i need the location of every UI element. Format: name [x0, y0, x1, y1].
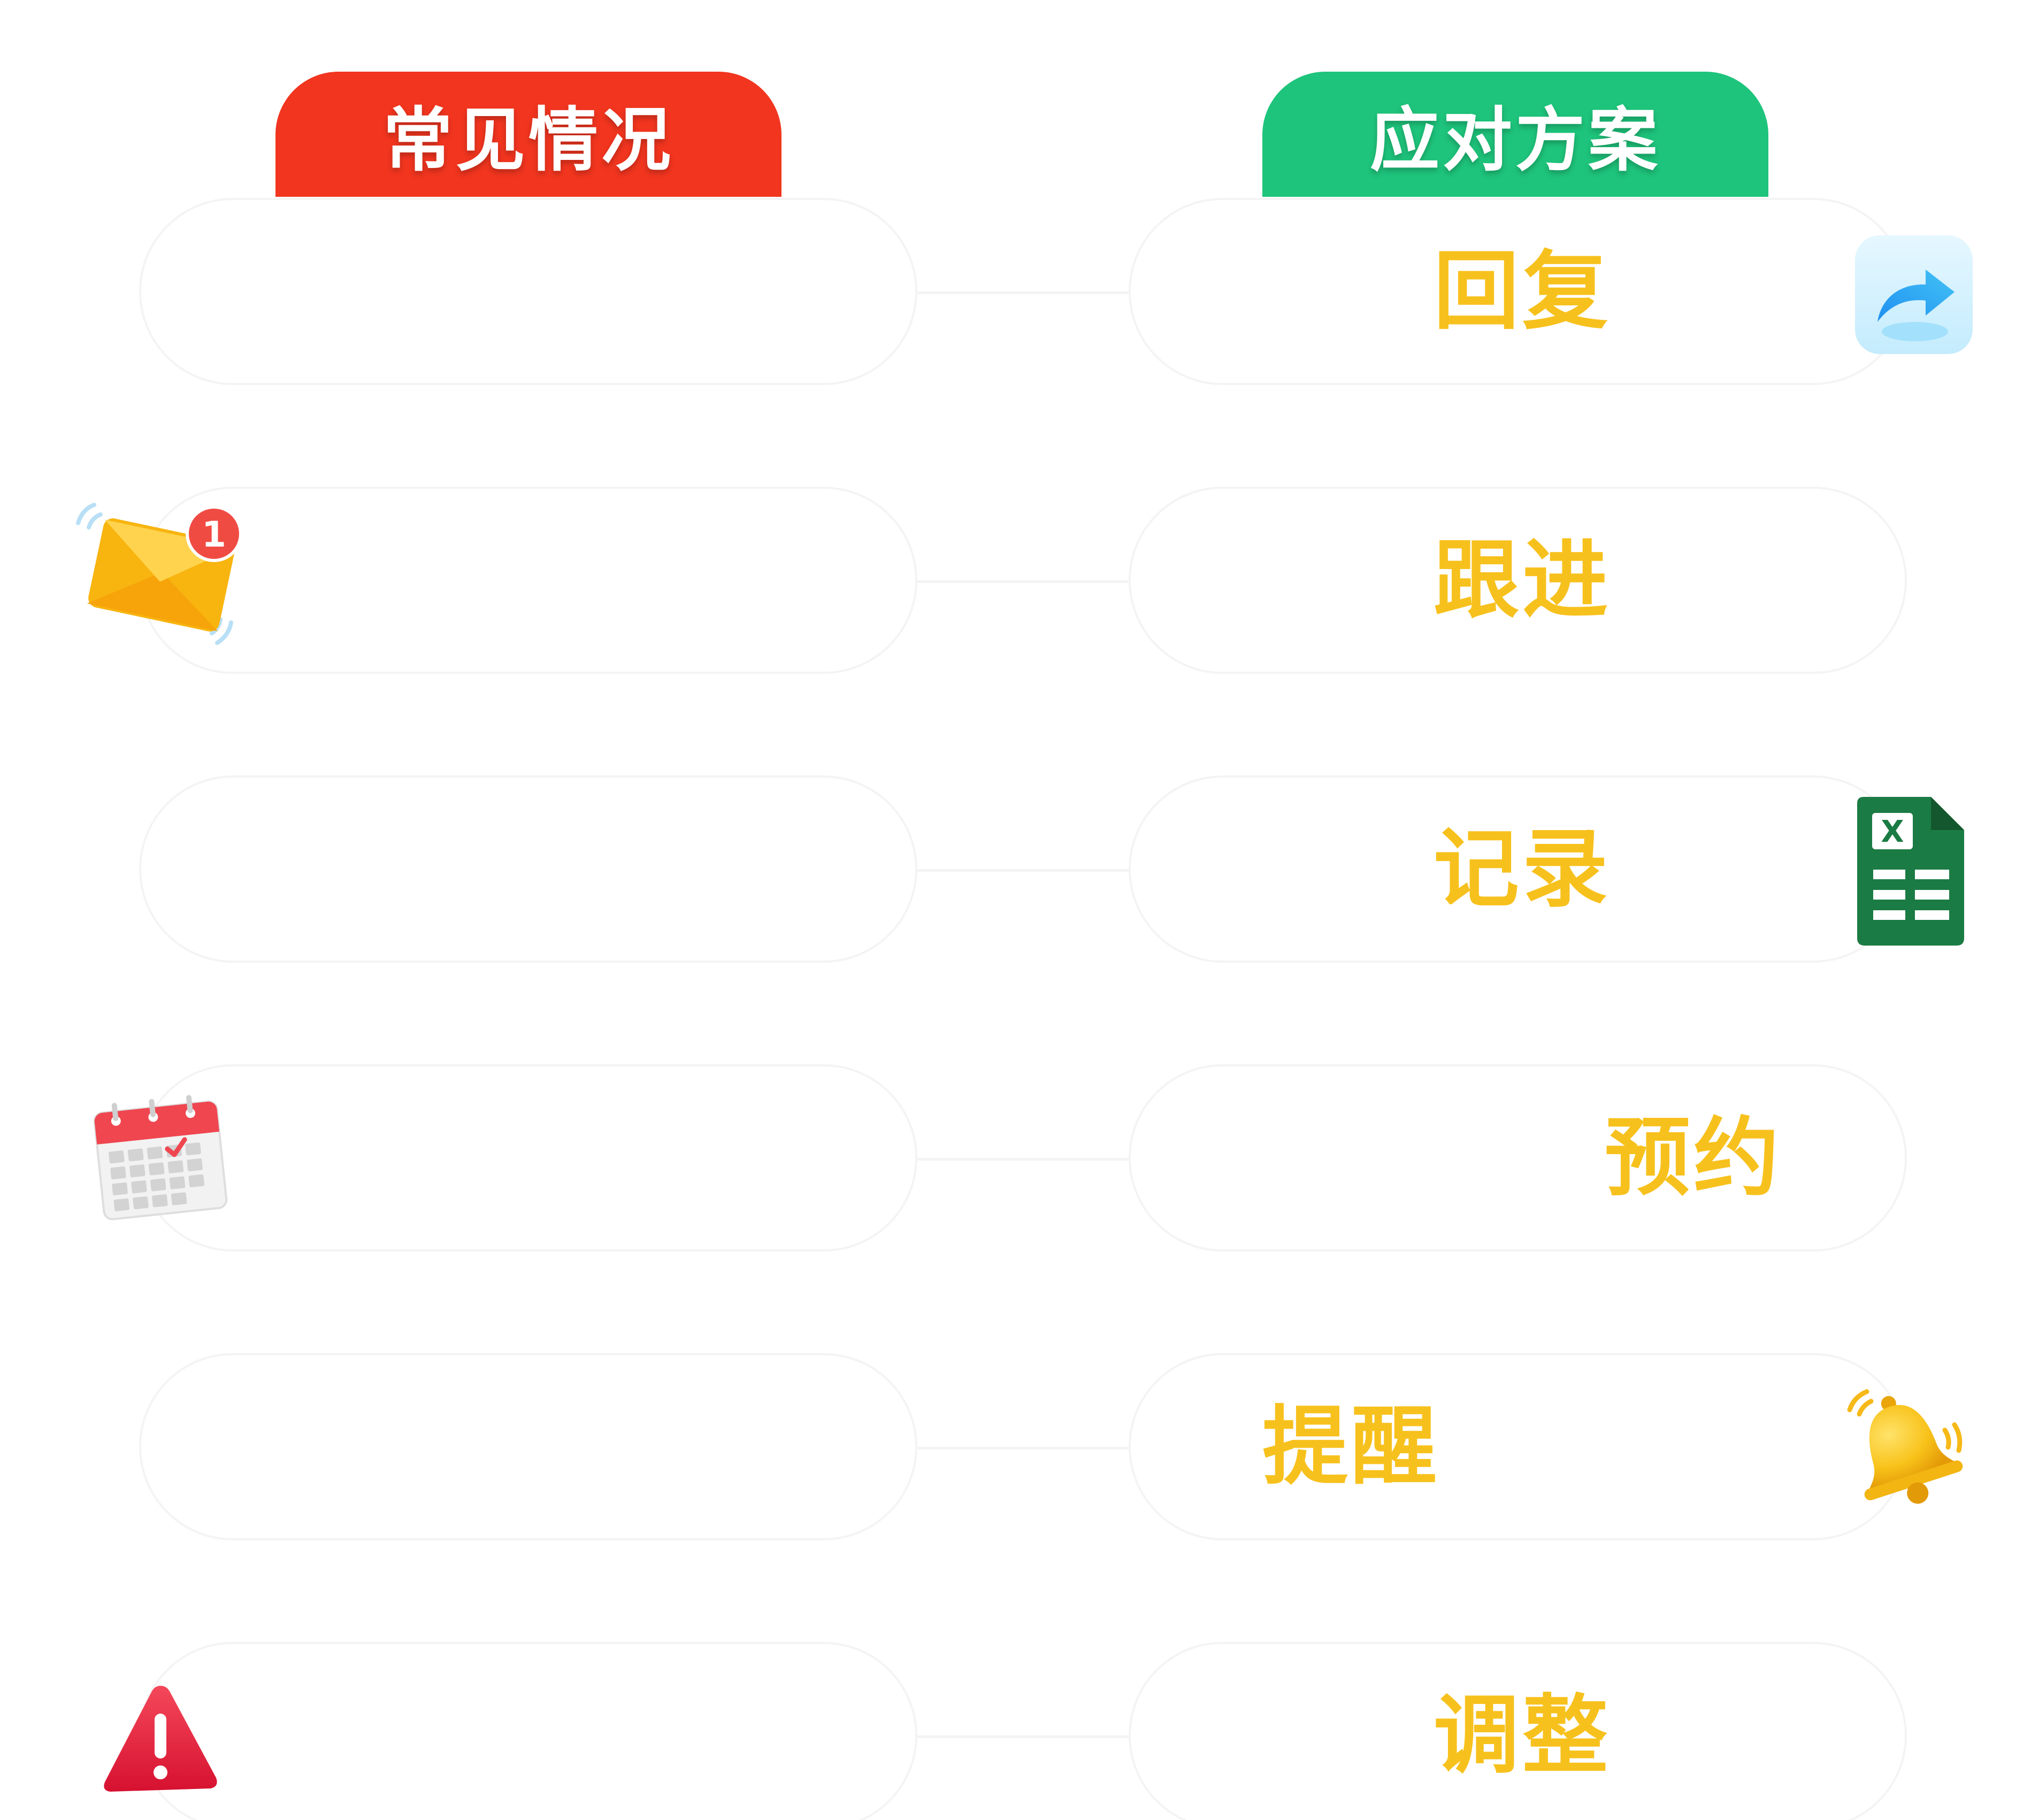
mail-notification-icon: 1 [68, 491, 245, 651]
mail-badge-count: 1 [202, 514, 226, 555]
row-connector-2 [917, 580, 1129, 583]
situation-card-1[interactable] [139, 198, 917, 385]
situation-card-2[interactable] [139, 487, 917, 674]
situations-header: 常见情况 [275, 72, 781, 197]
situation-card-4[interactable] [139, 1064, 917, 1251]
reply-arrow-icon [1855, 235, 1973, 354]
warning-icon [101, 1679, 221, 1794]
solution-card-2[interactable] [1129, 487, 1907, 674]
situation-card-6[interactable] [139, 1642, 917, 1820]
row-connector-6 [917, 1735, 1129, 1738]
row-connector-3 [917, 869, 1129, 872]
solution-label-reminder: 提醒 [1262, 1396, 1440, 1496]
bell-icon [1840, 1385, 1966, 1506]
situation-card-5[interactable] [139, 1353, 917, 1540]
solution-label-reply: 回复 [1434, 241, 1612, 341]
calendar-icon [88, 1091, 230, 1225]
solution-card-3[interactable] [1129, 775, 1907, 963]
solution-label-record: 记录 [1434, 819, 1612, 919]
solution-label-adjust: 调整 [1434, 1685, 1612, 1785]
spreadsheet-icon: X [1857, 797, 1964, 946]
row-connector-5 [917, 1447, 1129, 1449]
solutions-header: 应对方案 [1262, 72, 1768, 197]
solution-label-follow-up: 跟进 [1434, 530, 1612, 630]
row-connector-1 [917, 291, 1129, 294]
solution-card-5[interactable] [1129, 1353, 1907, 1540]
solution-label-appointment: 预约 [1605, 1108, 1783, 1208]
row-connector-4 [917, 1158, 1129, 1161]
solution-card-6[interactable] [1129, 1642, 1907, 1820]
solution-card-1[interactable] [1129, 198, 1907, 385]
spreadsheet-x-mark: X [1881, 815, 1904, 849]
situation-card-3[interactable] [139, 775, 917, 963]
solution-card-4[interactable] [1129, 1064, 1907, 1251]
